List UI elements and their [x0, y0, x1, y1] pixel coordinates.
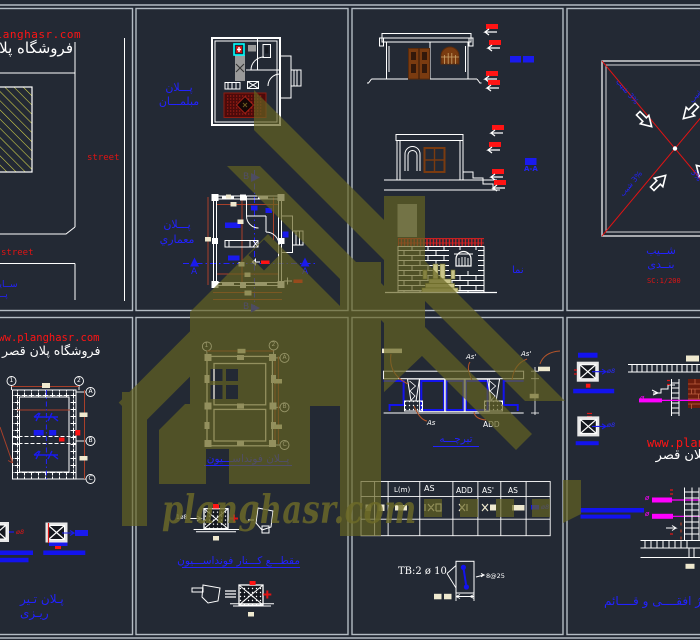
dim-text-blobs	[205, 194, 252, 296]
level-markers	[251, 258, 303, 285]
elevation-door	[408, 48, 430, 80]
site-side-label-1: ســايـت	[0, 280, 18, 290]
axis-bubble-1: 1	[9, 376, 14, 384]
cornice-trim	[398, 238, 484, 247]
furnished-plan-drawing	[211, 37, 302, 126]
joist-title: تیرچـــه	[433, 434, 479, 447]
architectural-plan-drawing	[183, 170, 316, 313]
rebar-table-values	[365, 503, 539, 512]
strip-hatch	[12, 390, 76, 479]
footing-section-title: مقطـــع كـــنار فونداســـیون	[177, 554, 300, 568]
table-header-add: ADD	[456, 485, 473, 495]
fp-axis-2: 2	[271, 341, 276, 348]
add-label: ADD	[483, 419, 500, 429]
table-note-blue: ø8	[541, 502, 550, 511]
fp-axis-b: B	[282, 403, 287, 410]
tb-detail-drawing	[434, 560, 486, 601]
site-plan-drawing	[0, 38, 125, 301]
furnished-plan-label-1: پـــلان	[165, 81, 193, 94]
stirrup-note: 8@25	[486, 572, 505, 580]
watermark-url-foundation: www.planghasr.com	[0, 332, 100, 344]
foundation-plan-drawing	[201, 340, 290, 450]
fp-axis-c: C	[282, 440, 287, 448]
roof-plan-title-2: بنــدی	[647, 258, 675, 271]
foundation-plan-title: پــلان فونداســـیون	[204, 453, 292, 466]
roof-plan-scale: SC:1/200	[647, 276, 681, 285]
axis-bubble-a: A	[88, 387, 93, 395]
beam-plan-label-2: ریـزی	[20, 606, 49, 620]
tie-bottom-label: شــــناژ افقــــی و قــــائم	[604, 594, 700, 608]
section-aa-label: A-A	[524, 164, 538, 173]
foundation-small-drawing	[0, 376, 96, 563]
rug	[223, 92, 267, 118]
panel-borders	[0, 4, 700, 639]
slab-ladder-bottom	[640, 540, 700, 558]
fp-axis-1: 1	[204, 342, 209, 349]
north-elevation-drawing	[367, 23, 534, 92]
elevation-label: نما	[512, 265, 524, 276]
arch-plan-label-1: پـــلان	[163, 218, 191, 231]
as-top-label-2: As'	[521, 350, 532, 358]
roof-plan-title-1: شــیب	[646, 244, 676, 257]
phi-label-3: ø	[645, 510, 650, 518]
arch-plan-label-2: معماري	[159, 233, 195, 246]
axis-bubble-c: C	[88, 474, 93, 482]
watermark-url-tie: www.planghasr.com	[647, 436, 700, 450]
building-footprint-hatch	[0, 86, 33, 173]
foundation-small-title: فروشگاه پلان قصر	[2, 343, 101, 358]
furnished-plan-label-2: مبلمـــان	[158, 95, 200, 108]
beam-plan-label-1: پـلان تـیر	[20, 592, 64, 606]
column-rebar-note: ø8	[16, 527, 25, 536]
chimney	[397, 204, 417, 237]
axis-bubble-b: B	[88, 436, 93, 444]
as-top-label-1: As'	[466, 353, 477, 361]
stove-highlight	[233, 43, 245, 56]
table-header-as: AS	[424, 484, 435, 493]
fp-axis-a: A	[282, 353, 287, 361]
elevation-window	[440, 46, 460, 65]
slab-ladder-top	[628, 364, 700, 373]
street-label-right: street	[87, 153, 120, 163]
section-b-top-label: B	[243, 172, 250, 182]
table-header-lm: L(m)	[394, 485, 411, 494]
brick-elevation-drawing	[385, 204, 497, 294]
watermark-url-site: www.planghasr.com	[0, 28, 82, 41]
wall-ladder-bottom-right	[684, 487, 700, 540]
footing-detail-note: 1ø8	[176, 514, 188, 521]
rebar-bars	[0, 550, 86, 563]
tie-panel-title: فروشگاه پلان قصر	[655, 448, 700, 463]
tie-rebar-note-1: ø8	[607, 366, 616, 375]
phi-label-1: ø	[640, 394, 645, 402]
site-plan-title: فروشگاه پلان قصر	[0, 39, 73, 57]
tie-rebar-note-2: ø8	[607, 421, 616, 429]
phi-label-2: ø	[645, 493, 650, 502]
table-header-as2: AS	[508, 485, 518, 495]
street-label-bottom: street	[1, 248, 34, 258]
site-side-label-2: پــلان	[0, 290, 8, 300]
roof-plan-drawing	[601, 60, 700, 237]
axis-bubble-2: 2	[77, 376, 81, 384]
tie-details-drawing	[573, 352, 700, 569]
tb-text: TB:2 ø 10	[398, 566, 447, 577]
column-details	[0, 521, 88, 549]
section-aa-drawing	[384, 124, 537, 192]
table-header-as1: AS'	[482, 485, 494, 495]
section-a-right-label: A	[302, 267, 309, 277]
as-bottom-label: As	[427, 419, 436, 427]
footing-sections-drawing	[190, 504, 274, 617]
section-b-bottom-label: B	[243, 302, 250, 312]
beam-symbols	[33, 412, 59, 460]
section-a-left-label: A	[191, 267, 198, 277]
